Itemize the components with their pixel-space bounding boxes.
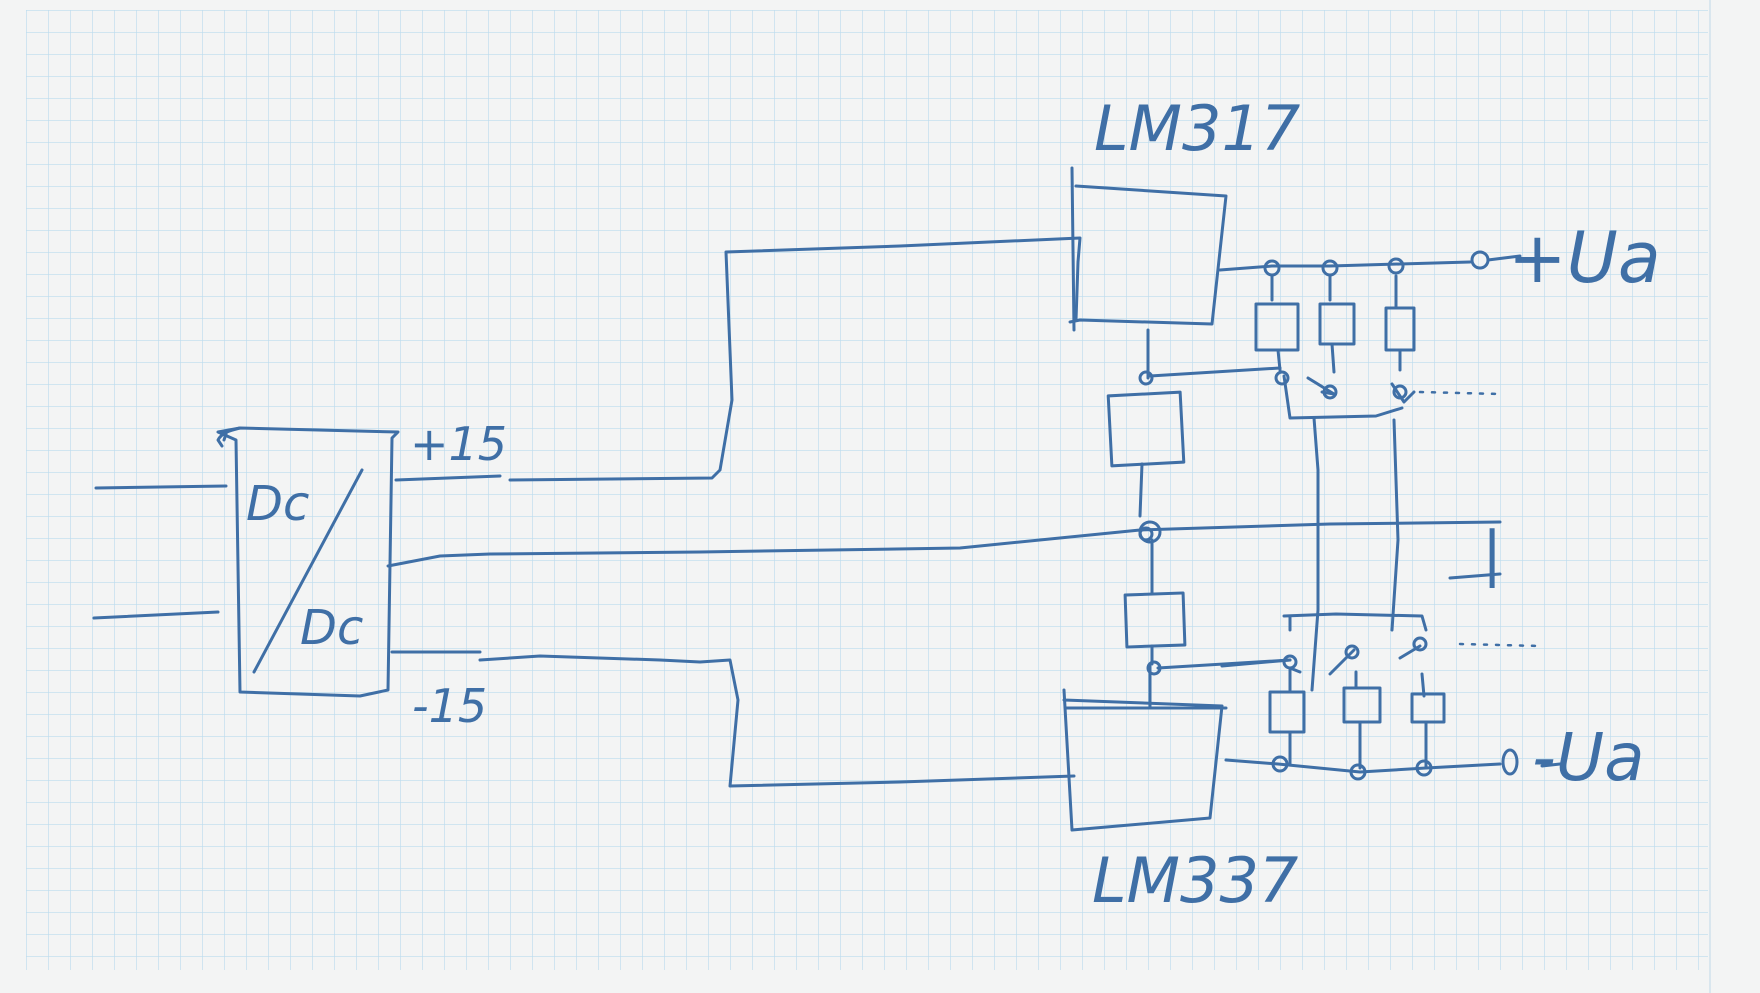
plus15-wire [394,236,1082,482]
ground-mark: | [1482,519,1502,589]
lm317-label: LM317 [1094,92,1300,165]
lm337-label: LM337 [1092,844,1298,917]
minus-supply-label: -15 [412,679,487,733]
dcdc-converter: Dc Dc [216,426,400,698]
ground-junction [1138,520,1162,544]
upper-adjust-network [1106,328,1282,518]
converter-bottom-label: Dc [300,600,363,656]
lm317-regulator: LM317 [1068,92,1300,332]
ground-wire [386,520,1502,568]
plus-supply-label: +15 [410,417,507,471]
out-minus-label: -Ua [1532,719,1645,796]
input-lead-top [94,484,228,490]
input-lead-bottom [92,610,220,620]
ground-mark-foot [1448,572,1502,580]
lower-resistor-array [1220,612,1542,781]
grid-pattern [26,10,1708,970]
out-minus-terminal [1501,748,1519,776]
minus15-wire [390,650,1076,788]
upper-resistor-array [1218,257,1502,692]
lm337-regulator: LM337 [1062,688,1298,917]
out-plus-label: +Ua [1508,217,1661,299]
converter-top-label: Dc [246,476,309,532]
